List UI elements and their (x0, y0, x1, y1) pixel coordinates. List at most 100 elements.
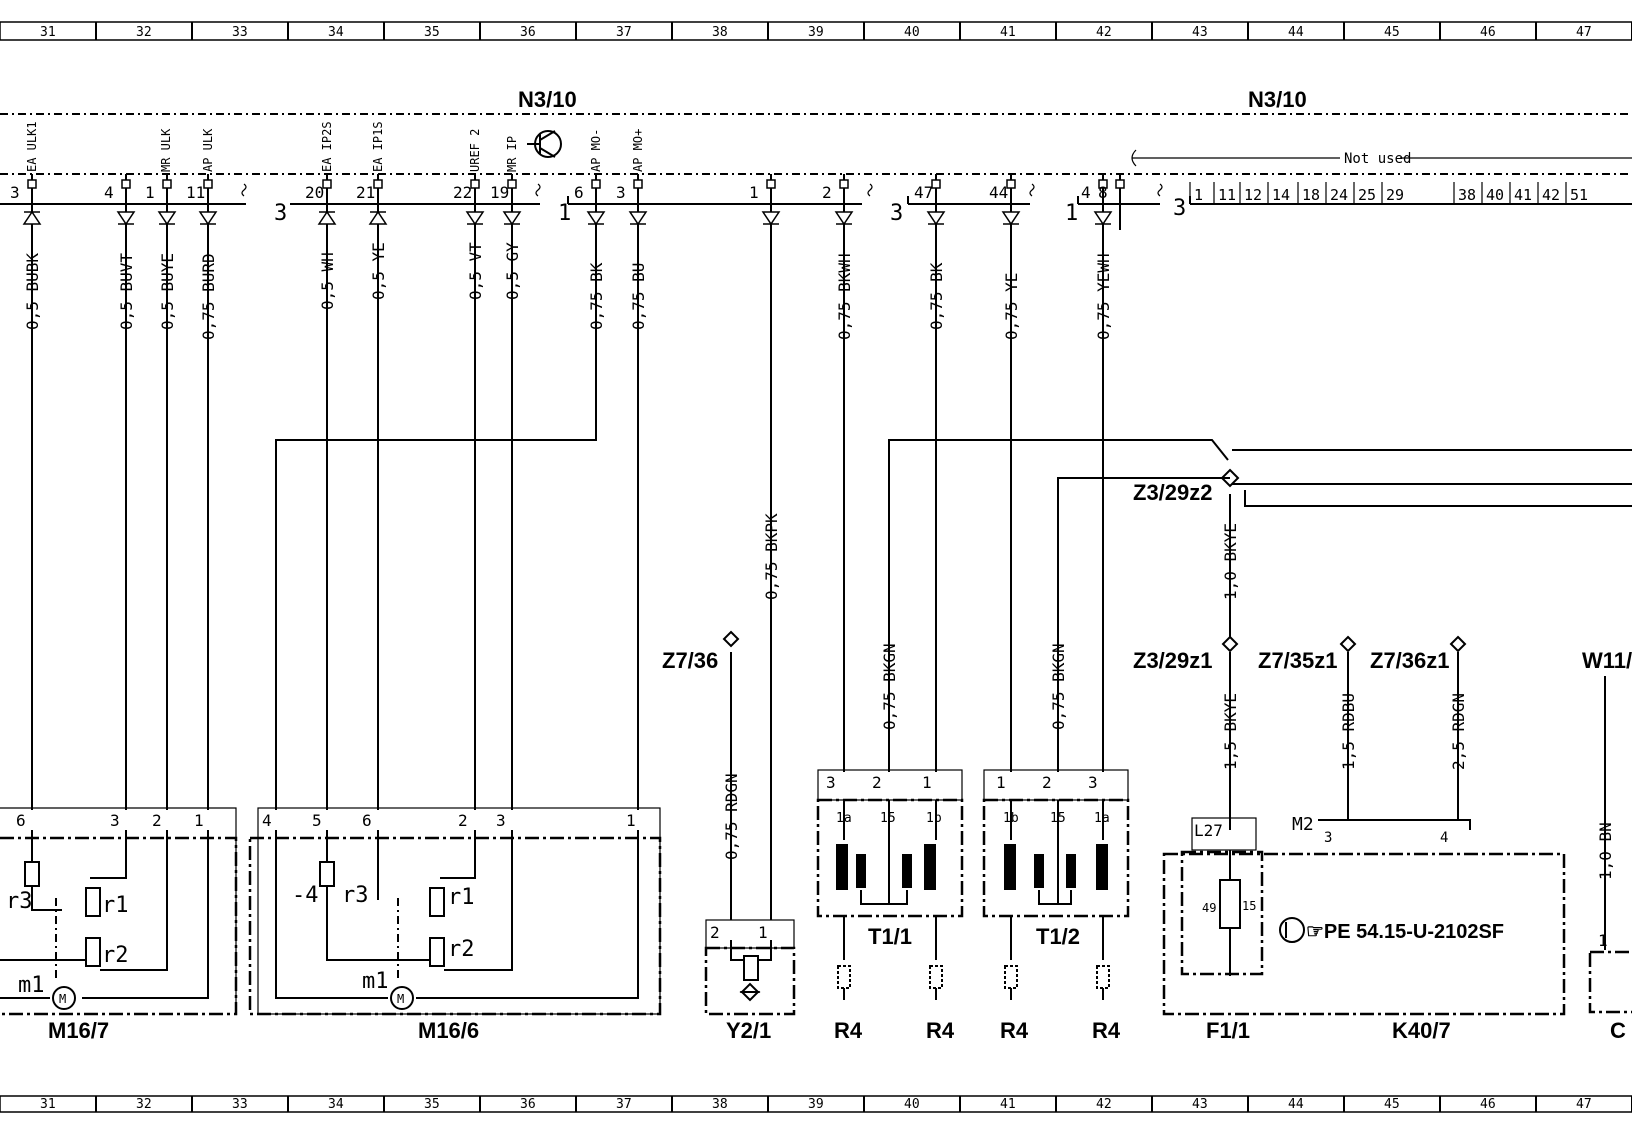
grid-cell-label: 31 (40, 1097, 56, 1112)
connector-number: 3 (890, 201, 903, 226)
unused-pin-number: 41 (1514, 186, 1532, 204)
grid-cell-label: 43 (1192, 25, 1208, 40)
motor-icon: M (59, 992, 66, 1006)
svg-text:r3: r3 (342, 883, 369, 908)
grid-cell-label: 32 (136, 1097, 152, 1112)
wire-label-w17: 0,75 BKGN (880, 643, 899, 730)
svg-text:15: 15 (880, 811, 896, 826)
wire-label-w18: 0,75 BKGN (1049, 643, 1068, 730)
svg-text:6: 6 (16, 811, 26, 830)
not-used-bracket: Not used (1131, 149, 1632, 167)
grid-cell-label: 33 (232, 1097, 248, 1112)
pin-contact (766, 179, 776, 189)
pin-signal-ea-ip2s: EA IP2S (320, 121, 334, 172)
wire-label-w20: 1,5 BKYE (1221, 693, 1240, 770)
wire-label-w2: 0,5 BUVT (117, 253, 136, 330)
grid-cell-label: 42 (1096, 25, 1112, 40)
wire-label-w22: 2,5 RDGN (1449, 693, 1468, 770)
wire-label-w23: 1,0 BN (1596, 822, 1615, 880)
unused-pin-number: 38 (1458, 186, 1476, 204)
wire-label-w13: 0,75 BK (927, 262, 946, 330)
pin-direction-icon (157, 211, 177, 226)
pin-contact (931, 179, 941, 189)
pin-number: 47 (914, 183, 933, 202)
component-label-r4: R4 (834, 1018, 863, 1043)
wire-label-w14: 0,75 YE (1002, 273, 1021, 340)
module-label-n3-10-right: N3/10 (1248, 87, 1307, 112)
pin-contact (839, 179, 849, 189)
grid-cell-label: 46 (1480, 25, 1496, 40)
unused-pin-number: 42 (1542, 186, 1560, 204)
svg-text:2: 2 (458, 811, 468, 830)
pin-signal-ea-ip1s: EA IP1S (371, 121, 385, 172)
grid-cell-label: 41 (1000, 25, 1016, 40)
wire-label-w9: 0,75 BK (587, 262, 606, 330)
pin-direction-icon (22, 210, 42, 225)
svg-text:Z7/36z1: Z7/36z1 (1370, 648, 1450, 673)
unused-pin-number: 12 (1244, 186, 1262, 204)
svg-text:3: 3 (1088, 773, 1098, 792)
grid-cell-label: 42 (1096, 1097, 1112, 1112)
svg-text:r2: r2 (448, 937, 475, 962)
component-label: M16/7 (48, 1018, 109, 1043)
svg-text:2: 2 (152, 811, 162, 830)
grid-cell-label: 46 (1480, 1097, 1496, 1112)
pin-direction-icon (926, 211, 946, 226)
component-m16-7: M r3 r1 r2 m1 6 3 2 1 M16/7 (0, 807, 238, 1043)
component-t1-1: 3 2 1 1a 15 1b T1/1 (816, 769, 964, 949)
grid-cell-label: 32 (136, 25, 152, 40)
component-k40-7: ☞PE 54.15-U-2102SF M2 3 4 K40/7 (1162, 814, 1566, 1043)
pin-number: 20 (305, 183, 324, 202)
svg-text:m1: m1 (18, 973, 45, 998)
pin-signal-ap-mo-plus: AP MO+ (631, 129, 645, 172)
svg-text:1a: 1a (1094, 811, 1110, 826)
wire-label-w5: 0,5 WH (318, 252, 337, 310)
svg-text:1a: 1a (836, 811, 852, 826)
grid-cell-label: 36 (520, 1097, 536, 1112)
svg-text:15: 15 (1242, 899, 1256, 913)
pin-direction-icon (628, 211, 648, 226)
grid-cell-label: 31 (40, 25, 56, 40)
svg-text:5: 5 (312, 811, 322, 830)
pin-direction-icon (198, 211, 218, 226)
pin-signal-uref2: UREF 2 (468, 129, 482, 172)
svg-text:1: 1 (194, 811, 204, 830)
svg-text:1: 1 (996, 773, 1006, 792)
unused-pin-number: 40 (1486, 186, 1504, 204)
component-y2-1: 2 1 Y2/1 (704, 919, 796, 1043)
pin-contact (507, 179, 517, 189)
wire-label-w4: 0,75 BURD (199, 253, 218, 340)
svg-text:1: 1 (922, 773, 932, 792)
component-label-r4: R4 (1000, 1018, 1029, 1043)
grid-cell-label: 44 (1288, 25, 1304, 40)
svg-text:3: 3 (826, 773, 836, 792)
unused-pin-number: 1 (1194, 186, 1203, 204)
pin-contact (1098, 179, 1108, 189)
svg-text:1b: 1b (926, 811, 942, 826)
r4-plug-icon (1096, 965, 1110, 989)
pin-contact (162, 179, 172, 189)
wire-label-w11: 0,75 BKPK (762, 513, 781, 600)
r4-plug-icon (1004, 965, 1018, 989)
pin-direction-icon (317, 210, 337, 225)
splice-z7-35z1: Z7/35z1 (1258, 635, 1357, 673)
component-label: C (1610, 1018, 1626, 1043)
svg-text:4: 4 (262, 811, 272, 830)
wire-label-w3: 0,5 BUYE (158, 253, 177, 330)
splice-z7-36: Z7/36 (662, 630, 740, 673)
svg-text:15: 15 (1050, 811, 1066, 826)
pin-contact (591, 179, 601, 189)
pin-signal-mr-ip: MR IP (505, 136, 519, 172)
grid-cell-label: 35 (424, 1097, 440, 1112)
svg-text:3: 3 (1324, 830, 1332, 846)
pin-direction-icon (1001, 211, 1021, 226)
wire-label-w1: 0,5 BUBK (23, 253, 42, 330)
transistor-icon (527, 130, 562, 158)
svg-text:3: 3 (496, 811, 506, 830)
component-label: T1/1 (868, 924, 912, 949)
pin-number: 4 (1081, 183, 1091, 202)
svg-text:2: 2 (872, 773, 882, 792)
unused-pin-number: 24 (1330, 186, 1348, 204)
grid-cell-label: 36 (520, 25, 536, 40)
